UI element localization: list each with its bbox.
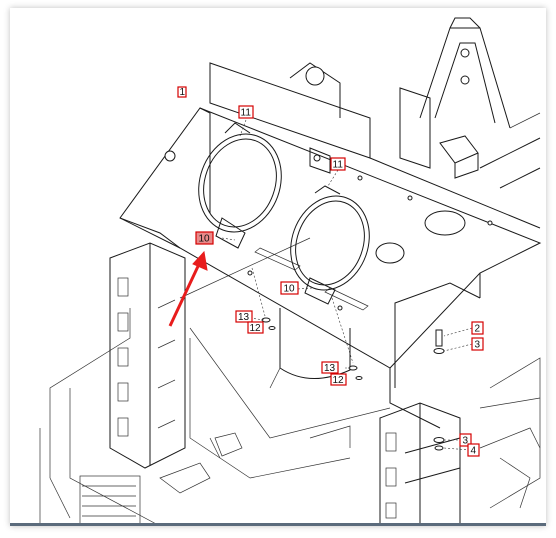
diagram-frame: 1 11 11 10 10 13 12 13 12 2 3 3 — [10, 8, 546, 526]
callout-3-b: 3 — [459, 433, 472, 447]
background-frame — [39, 237, 541, 526]
callout-12-a: 12 — [247, 321, 264, 334]
left-bracket — [109, 242, 186, 469]
svg-text:12: 12 — [333, 375, 345, 386]
svg-text:13: 13 — [238, 312, 250, 323]
svg-text:10: 10 — [284, 284, 296, 295]
right-bracket — [379, 402, 461, 526]
svg-text:11: 11 — [333, 160, 344, 171]
callout-12-b: 12 — [330, 373, 347, 386]
svg-text:11: 11 — [241, 108, 252, 119]
callout-1: 1 — [177, 86, 187, 98]
svg-text:3: 3 — [475, 340, 481, 351]
fasteners — [261, 317, 445, 451]
clamp-ring-left — [198, 122, 282, 249]
callout-13-a: 13 — [235, 310, 253, 323]
svg-text:2: 2 — [475, 324, 481, 335]
svg-text:10: 10 — [199, 234, 211, 245]
upper-machinery — [209, 17, 541, 229]
main-plate — [119, 107, 542, 429]
svg-text:13: 13 — [324, 363, 336, 374]
bottom-border — [10, 523, 546, 526]
red-arrow — [168, 250, 208, 327]
svg-text:1: 1 — [180, 87, 186, 98]
clamp-ring-right — [290, 185, 370, 305]
callout-11-a: 11 — [238, 105, 254, 119]
svg-text:4: 4 — [471, 446, 477, 457]
svg-text:12: 12 — [250, 323, 262, 334]
cylinder — [269, 308, 351, 389]
callout-3-a: 3 — [471, 337, 484, 351]
callout-11-b: 11 — [330, 157, 346, 171]
callout-10-b: 10 — [280, 281, 299, 295]
callout-13-b: 13 — [321, 361, 339, 374]
callout-2: 2 — [471, 321, 484, 335]
callout-10-a: 10 — [195, 231, 214, 245]
leader-lines — [221, 119, 473, 451]
exploded-parts-drawing: 1 11 11 10 10 13 12 13 12 2 3 3 — [39, 17, 542, 526]
svg-text:3: 3 — [463, 436, 469, 447]
callout-4: 4 — [467, 443, 480, 457]
